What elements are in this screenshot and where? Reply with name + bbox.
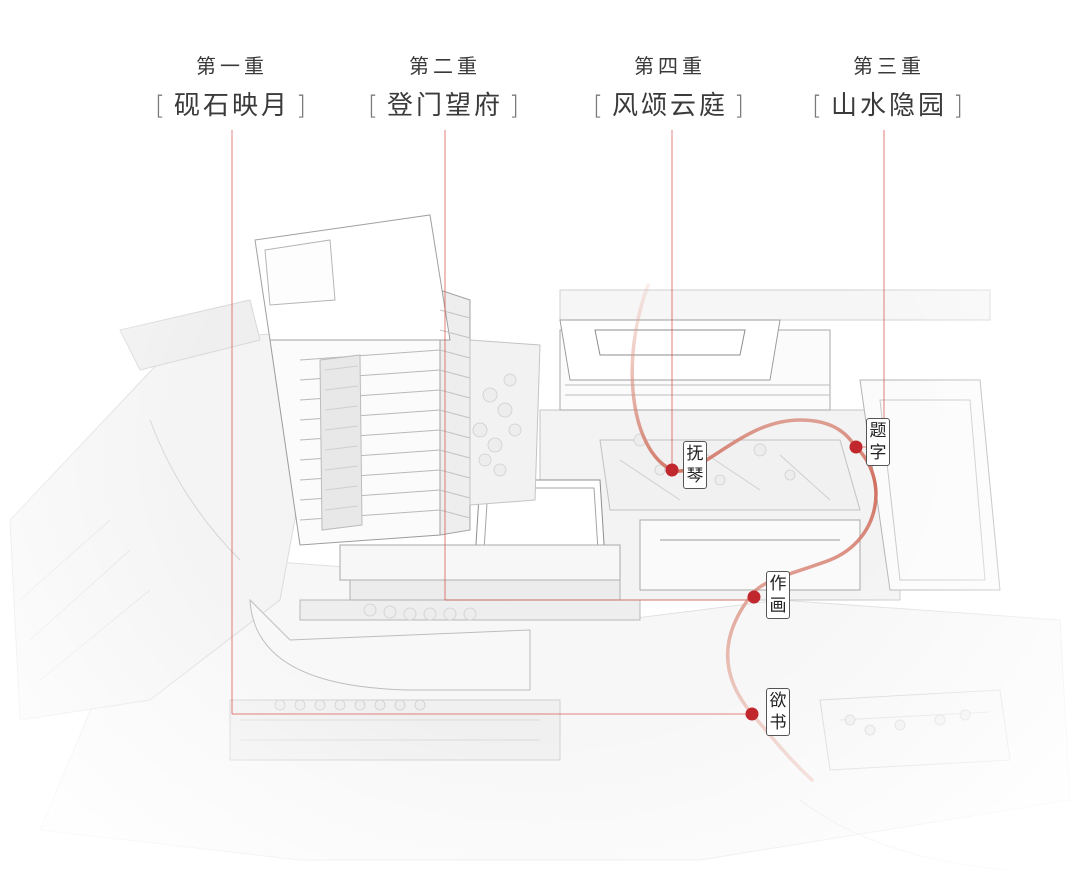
- layer-header-1: 第一重 [砚石映月]: [132, 50, 332, 122]
- layer-title-text: 山水隐园: [830, 91, 947, 121]
- route-node-tizi: [849, 440, 863, 454]
- bracket-close: ]: [953, 91, 967, 121]
- bracket-open: [: [154, 91, 168, 121]
- bracket-open: [: [811, 91, 825, 121]
- layer-title: [砚石映月]: [132, 85, 332, 122]
- route-node-fuqin: [665, 463, 679, 477]
- layer-number: 第四重: [634, 54, 706, 78]
- layer-title: [山水隐园]: [789, 85, 989, 122]
- node-label-zuohua: 作画: [766, 571, 790, 619]
- layer-number: 第一重: [196, 54, 268, 78]
- route-node-yushu: [745, 707, 759, 721]
- guide-lines: [231, 130, 885, 715]
- layer-header-2: 第二重 [登门望府]: [345, 50, 545, 122]
- layer-header-4: 第四重 [风颂云庭]: [570, 50, 770, 122]
- bracket-close: ]: [509, 91, 523, 121]
- bracket-close: ]: [734, 91, 748, 121]
- layer-title: [登门望府]: [345, 85, 545, 122]
- node-label-fuqin: 抚琴: [683, 441, 707, 489]
- bracket-close: ]: [296, 91, 310, 121]
- layer-title-text: 砚石映月: [173, 91, 290, 121]
- bracket-open: [: [367, 91, 381, 121]
- layer-number: 第二重: [409, 54, 481, 78]
- node-label-yushu: 欲书: [766, 688, 790, 736]
- route-node-zuohua: [747, 590, 761, 604]
- layer-number: 第三重: [853, 54, 925, 78]
- node-label-tizi: 题字: [866, 418, 890, 466]
- layer-title-text: 登门望府: [386, 91, 503, 121]
- route-nodes: [665, 440, 863, 721]
- layer-title: [风颂云庭]: [570, 85, 770, 122]
- layer-title-text: 风颂云庭: [611, 91, 728, 121]
- layer-header-3: 第三重 [山水隐园]: [789, 50, 989, 122]
- bracket-open: [: [592, 91, 606, 121]
